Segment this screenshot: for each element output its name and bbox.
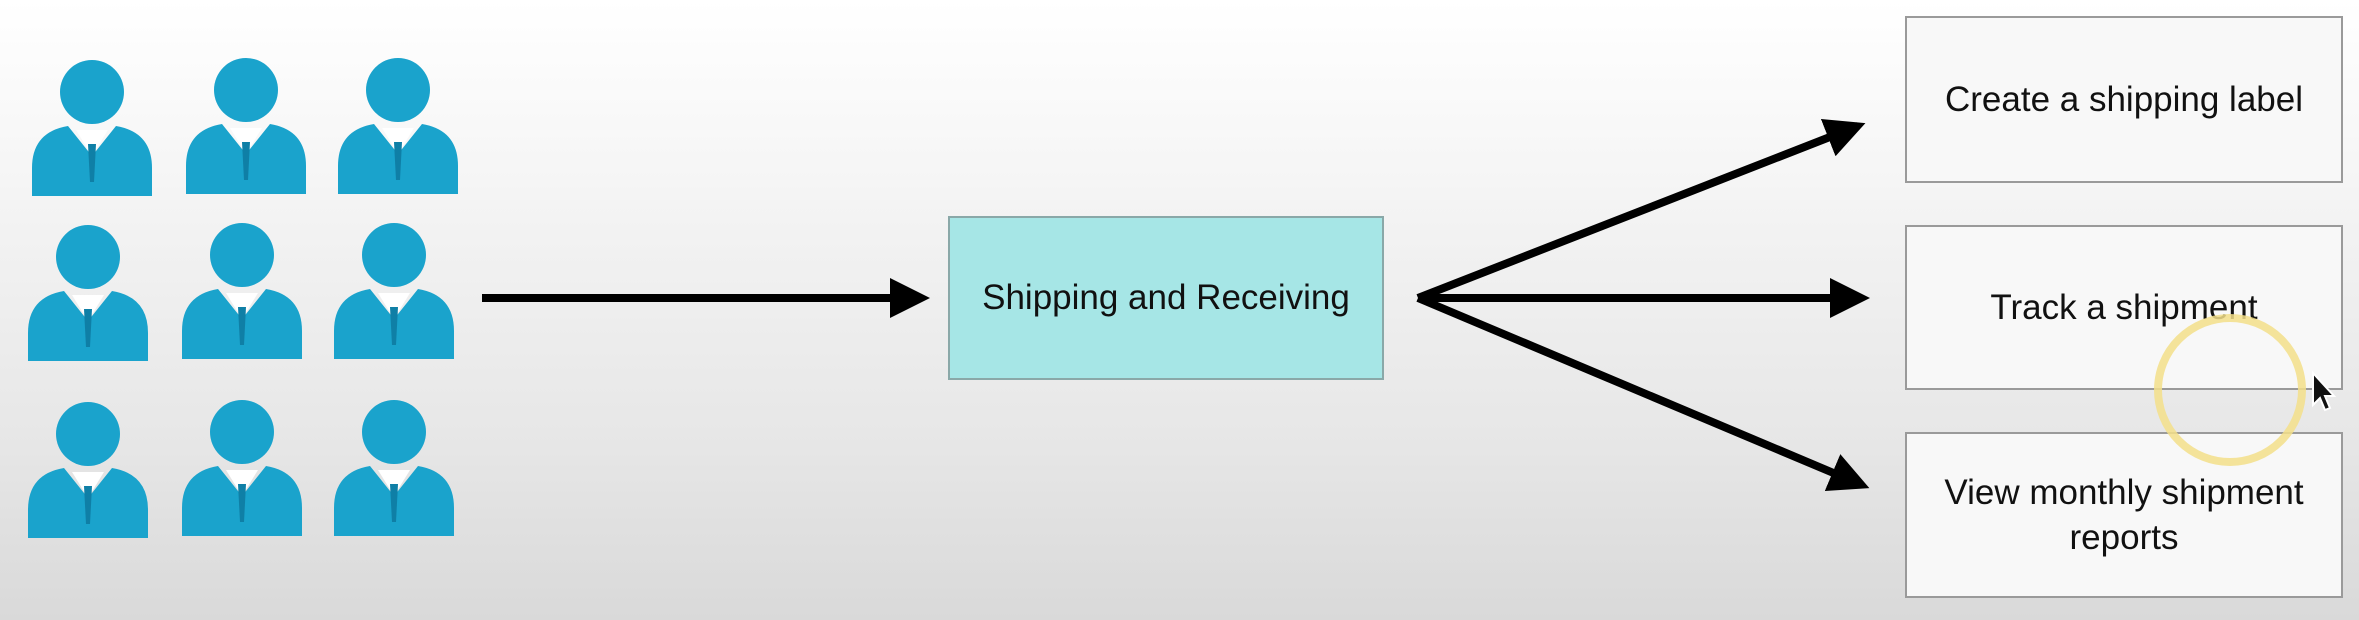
user-icon [22, 215, 154, 365]
option-label: Track a shipment [1990, 287, 2258, 327]
user-icon [180, 48, 312, 198]
shipping-receiving-box: Shipping and Receiving [948, 216, 1384, 380]
user-icon [328, 390, 460, 540]
user-icon [22, 392, 154, 542]
arrow-center-to-create-label [1416, 119, 1866, 302]
user-icon [176, 390, 308, 540]
user-icon [328, 213, 460, 363]
users-group [0, 0, 480, 620]
option-label: Create a shipping label [1944, 79, 2303, 119]
monthly-reports-box[interactable]: View monthly shipment reports [1905, 432, 2343, 598]
user-icon [26, 50, 158, 200]
create-shipping-label-box[interactable]: Create a shipping label [1905, 16, 2343, 183]
arrow-center-to-reports [1416, 294, 1870, 492]
user-icon [332, 48, 464, 198]
option-label: View monthly shipment reports [1944, 472, 2304, 558]
track-shipment-box[interactable]: Track a shipment [1905, 225, 2343, 390]
shipping-receiving-label: Shipping and Receiving [982, 278, 1350, 317]
user-icon [176, 213, 308, 363]
